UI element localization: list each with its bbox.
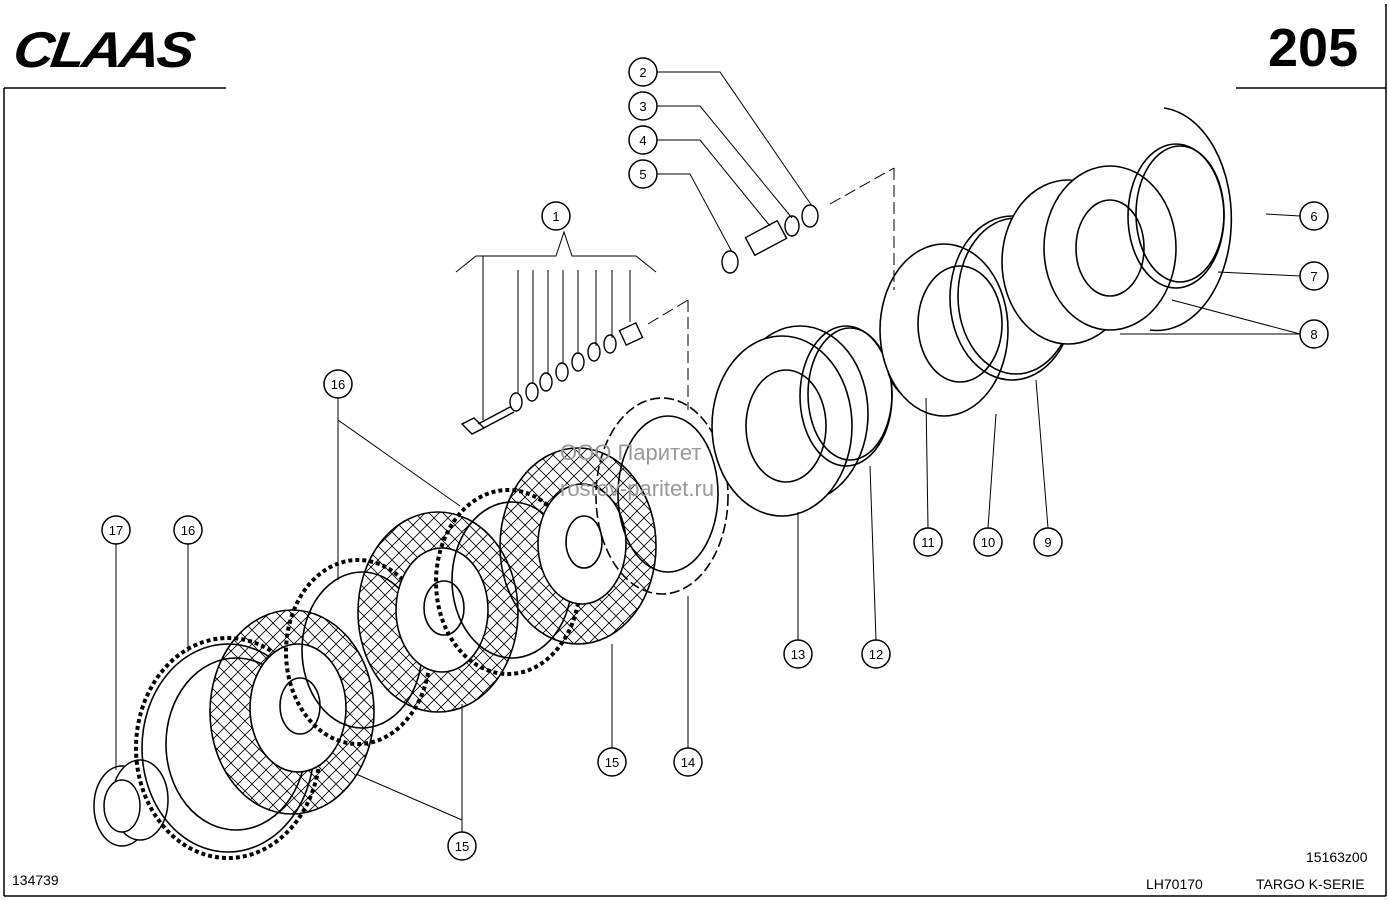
callout-12: 12 <box>861 639 891 669</box>
part-2-5-valve-set <box>721 204 819 274</box>
callout-8-label: 8 <box>1310 327 1317 342</box>
callout-1-label: 1 <box>552 209 559 224</box>
series-name: TARGO K-SERIE <box>1256 876 1365 892</box>
callout-16-left-label: 16 <box>181 523 195 538</box>
callout-7: 7 <box>1299 261 1329 291</box>
doc-number: 134739 <box>12 872 59 888</box>
callout-14-label: 14 <box>681 755 695 770</box>
part-15-friction-disc-left <box>209 609 375 815</box>
part-14-end-plate <box>595 397 729 595</box>
callout-16-left: 16 <box>173 515 203 545</box>
ref-code: LH70170 <box>1146 876 1203 892</box>
part-15-friction-disc-right <box>499 447 657 645</box>
callout-6-label: 6 <box>1310 209 1317 224</box>
callout-9-label: 9 <box>1044 535 1051 550</box>
callout-2-label: 2 <box>639 65 646 80</box>
part-6-snap-ring <box>1149 107 1233 332</box>
callout-11: 11 <box>913 527 943 557</box>
callout-3: 3 <box>628 91 658 121</box>
callout-12-label: 12 <box>869 647 883 662</box>
callout-8: 8 <box>1299 319 1329 349</box>
leader-lines <box>115 71 1301 832</box>
callout-6: 6 <box>1299 201 1329 231</box>
axis-lines <box>647 167 895 410</box>
callout-1: 1 <box>541 201 571 231</box>
callout-2: 2 <box>628 57 658 87</box>
callout-15-right-label: 15 <box>605 755 619 770</box>
callout-4-label: 4 <box>639 133 646 148</box>
callouts: 1 2 3 4 5 6 7 8 9 10 11 12 13 14 15 15 1… <box>101 57 1329 861</box>
callout-16-top-label: 16 <box>331 377 345 392</box>
drawing-code: 15163z00 <box>1306 849 1368 865</box>
callout-10-label: 10 <box>981 535 995 550</box>
watermark-company: ООО Паритет <box>560 440 702 465</box>
callout-5-label: 5 <box>639 167 646 182</box>
callout-9: 9 <box>1033 527 1063 557</box>
frame-lines <box>3 4 1387 897</box>
part-7-ring <box>1127 143 1225 289</box>
callout-14: 14 <box>673 747 703 777</box>
brand-logo: CLAAS <box>10 21 196 78</box>
part-15-friction-disc-middle <box>357 511 519 713</box>
callout-13-label: 13 <box>791 647 805 662</box>
callout-17: 17 <box>101 515 131 545</box>
callout-15-right: 15 <box>597 747 627 777</box>
callout-10: 10 <box>973 527 1003 557</box>
callout-13: 13 <box>783 639 813 669</box>
part-17-pinion-gear <box>93 759 169 847</box>
callout-11-label: 11 <box>921 535 935 550</box>
part-10-cylinder-housing <box>879 243 1009 417</box>
callout-16-top: 16 <box>323 369 353 399</box>
callout-5: 5 <box>628 159 658 189</box>
page-number: 205 <box>1268 18 1359 78</box>
part-13-piston <box>711 325 869 517</box>
watermark-site: rostov-paritet.ru <box>560 476 715 501</box>
part-1-bolt-set <box>460 322 644 435</box>
callout-4: 4 <box>628 125 658 155</box>
callout-15-left-label: 15 <box>455 839 469 854</box>
callout-17-label: 17 <box>109 523 123 538</box>
part-12-o-ring <box>799 325 893 467</box>
callout-3-label: 3 <box>639 99 646 114</box>
part-8-spring-washers <box>1001 165 1177 345</box>
callout-7-label: 7 <box>1310 269 1317 284</box>
callout-15-left: 15 <box>447 831 477 861</box>
